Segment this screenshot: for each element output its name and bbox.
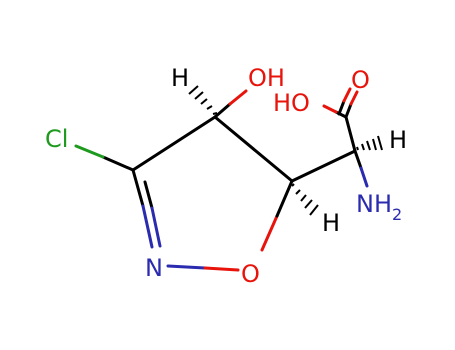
atom-label-carbonyl-oxygen: O [351,66,370,94]
atom-label-h-c5: H [322,209,340,237]
bond-c4-oh-carbon-half [213,102,232,119]
bond-c5-c4 [213,115,294,183]
bond-calpha-ccarboxyl [344,115,357,153]
atom-label-amino: NH [356,190,392,218]
bond-o-c5-carbon-half [275,179,294,218]
atom-label-amino-subscript: 2 [392,205,402,224]
bond-c3-cl-chlorine-half [74,144,105,159]
hashed-wedge-c5-h [291,183,319,216]
bond-carbonyl-inner-oxygen [342,87,352,103]
bond-ccarboxyl-oh-oxygen-half [322,104,338,114]
bond-calpha-nh2-carbon-half [353,149,363,170]
bond-c4-oh-oxygen-half [228,89,248,106]
bond-n-o-oxygen-half [203,266,240,272]
bond-c4-c3 [131,115,217,172]
bond-carbonyl-inner-carbon [337,99,346,116]
atom-label-hydroxyl: OH [248,64,285,92]
bond-c3-n-inner-line-carbon [143,180,154,210]
bond-c3-n-nitrogen-half [141,204,154,249]
bond-c3-n-inner-line-nitrogen [150,206,162,248]
atom-label-h-alpha: H [389,126,407,154]
bond-c3-cl-carbon-half [101,155,135,172]
atom-label-chlorine: Cl [45,125,68,153]
bond-carbonyl-outer-carbon [344,102,353,119]
atom-label-ring-oxygen: O [241,260,260,288]
hashed-wedge-c4-h [188,85,218,115]
bond-n-o-nitrogen-half [166,264,207,270]
bond-c5-calpha [290,149,357,183]
bond-calpha-nh2-nitrogen-half [359,166,369,188]
hashed-wedge-calpha-h [356,135,383,151]
bond-c3-n-carbon-half [131,168,145,208]
atom-label-h-c4: H [171,64,189,92]
bond-o-c5-oxygen-half [260,214,279,252]
bond-ccarboxyl-oh-carbon-half [334,110,348,119]
bond-carbonyl-outer-oxygen [349,90,359,106]
atom-label-ring-nitrogen: N [145,254,163,282]
atom-label-acid-hydroxyl: HO [273,89,310,117]
